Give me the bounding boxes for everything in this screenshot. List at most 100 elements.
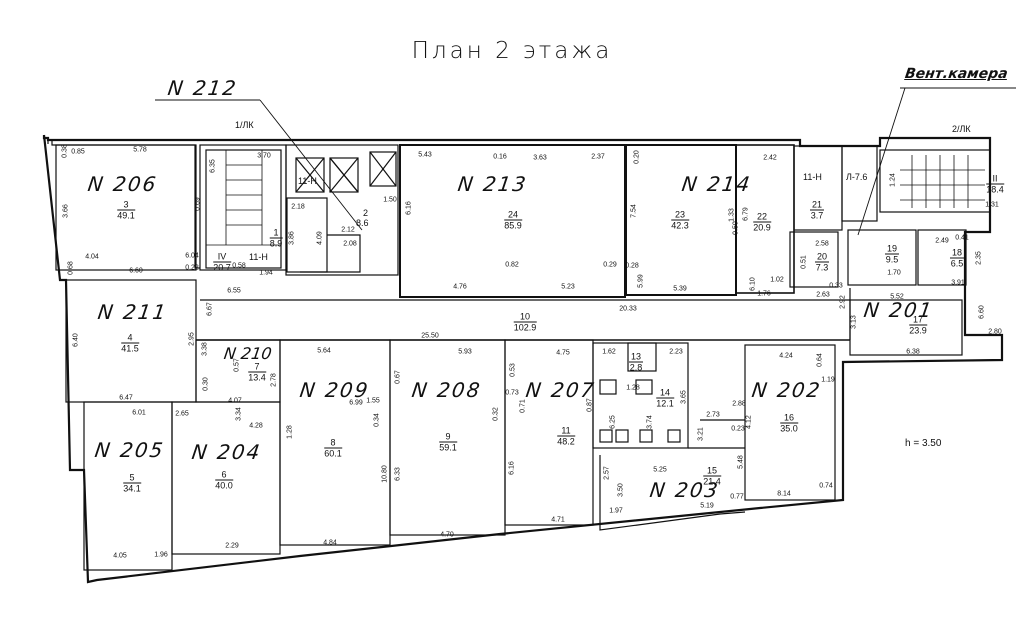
dimension-label: 2.42 <box>763 154 777 162</box>
dimension-label: 3.91 <box>951 279 965 287</box>
dimension-label: 7.54 <box>630 204 638 218</box>
dimension-label: 2.49 <box>935 237 949 245</box>
elevator-3 <box>369 151 397 187</box>
dimension-label: 5.25 <box>653 466 667 474</box>
dimension-label: 1.19 <box>821 376 835 384</box>
dimension-label: 4.28 <box>249 422 263 430</box>
dimension-label: 5.48 <box>737 455 745 469</box>
elevator-1 <box>295 157 325 193</box>
dimension-label: 0.77 <box>730 493 744 501</box>
room-204 <box>171 401 281 555</box>
dimension-label: 1.55 <box>366 397 380 405</box>
dimension-label: 8.14 <box>777 490 791 498</box>
dimension-label: 2.73 <box>706 411 720 419</box>
dimension-label: 0.82 <box>505 261 519 269</box>
dimension-label: 6.55 <box>227 287 241 295</box>
unit-label-205: N 205 <box>93 438 167 462</box>
page-title: План 2 этажа <box>411 38 613 64</box>
dimension-label: 4.07 <box>228 397 242 405</box>
dimension-label: 5.19 <box>700 502 714 510</box>
dimension-label: 3.66 <box>62 204 70 218</box>
dimension-label: 3.50 <box>617 483 625 497</box>
dimension-label: 0.28 <box>625 262 639 270</box>
dimension-label: 5.52 <box>890 293 904 301</box>
unit-label-204: N 204 <box>190 440 264 464</box>
dimension-label: 0.33 <box>829 282 843 290</box>
dimension-label: 0.57 <box>233 358 241 372</box>
dimension-label: 0.74 <box>819 482 833 490</box>
dimension-label: 2.63 <box>816 291 830 299</box>
callout-n212: N 212 <box>166 76 240 100</box>
dimension-label: 0.53 <box>509 363 517 377</box>
dimension-label: 0.30 <box>202 377 210 391</box>
dimension-label: 0.38 <box>61 144 69 158</box>
dimension-label: 1.28 <box>286 425 294 439</box>
dimension-label: 0.29 <box>603 261 617 269</box>
dimension-label: 5.64 <box>317 347 331 355</box>
dimension-label: 1.94 <box>259 269 273 277</box>
dimension-label: 4.24 <box>779 352 793 360</box>
dimension-label: 3.70 <box>257 152 271 160</box>
room-206 <box>55 144 197 271</box>
dimension-label: 6.99 <box>349 399 363 407</box>
outer-wall <box>42 134 1004 584</box>
unit-label-209: N 209 <box>298 378 372 402</box>
dimension-label: 0.50 <box>732 221 740 235</box>
dimension-label: 2.65 <box>175 410 189 418</box>
dimension-label: 4.71 <box>551 516 565 524</box>
dimension-label: 2.29 <box>225 542 239 550</box>
dimension-label: 1.97 <box>609 507 623 515</box>
room-201 <box>849 299 963 356</box>
dimension-label: 0.64 <box>816 353 824 367</box>
dimension-label: 1.02 <box>770 276 784 284</box>
dimension-label: 0.87 <box>586 398 594 412</box>
dimension-label: 0.51 <box>800 255 808 269</box>
elevator-2 <box>329 157 359 193</box>
unit-label-214: N 214 <box>680 172 754 196</box>
label-11n-b: 11-Н <box>298 176 317 186</box>
dimension-label: 3.86 <box>288 231 296 245</box>
dimension-label: 2.58 <box>815 240 829 248</box>
dimension-label: 6.04 <box>185 252 199 260</box>
stair-label-1: 1/ЛК <box>235 120 254 130</box>
dimension-label: 4.70 <box>440 531 454 539</box>
dimension-label: 1.62 <box>602 348 616 356</box>
dimension-label: 2.18 <box>291 203 305 211</box>
dimension-label: 1.70 <box>887 269 901 277</box>
dimension-label: 0.32 <box>492 407 500 421</box>
dimension-label: 4.04 <box>85 253 99 261</box>
unit-label-213: N 213 <box>456 172 530 196</box>
dimension-label: 0.73 <box>505 389 519 397</box>
dimension-label: 6.33 <box>394 467 402 481</box>
dimension-label: 2.12 <box>341 226 355 234</box>
label-l76: Л-7.6 <box>846 172 868 182</box>
dimension-label: 0.69 <box>194 197 202 211</box>
dimension-label: 2.23 <box>669 348 683 356</box>
dimension-label: 0.68 <box>67 261 75 275</box>
dimension-label: 4.84 <box>323 539 337 547</box>
stair-2 <box>879 149 991 213</box>
room-202 <box>744 344 836 501</box>
dimension-label: 0.67 <box>394 370 402 384</box>
room-203 <box>599 455 746 531</box>
dimension-label: 4.12 <box>745 415 753 429</box>
stair-label-2: 2/ЛК <box>952 124 971 134</box>
dimension-label: 6.25 <box>609 415 617 429</box>
dimension-label: 3.34 <box>235 407 243 421</box>
dimension-label: 2.92 <box>839 295 847 309</box>
dimension-label: 5.99 <box>637 274 645 288</box>
dimension-label: 5.39 <box>673 285 687 293</box>
